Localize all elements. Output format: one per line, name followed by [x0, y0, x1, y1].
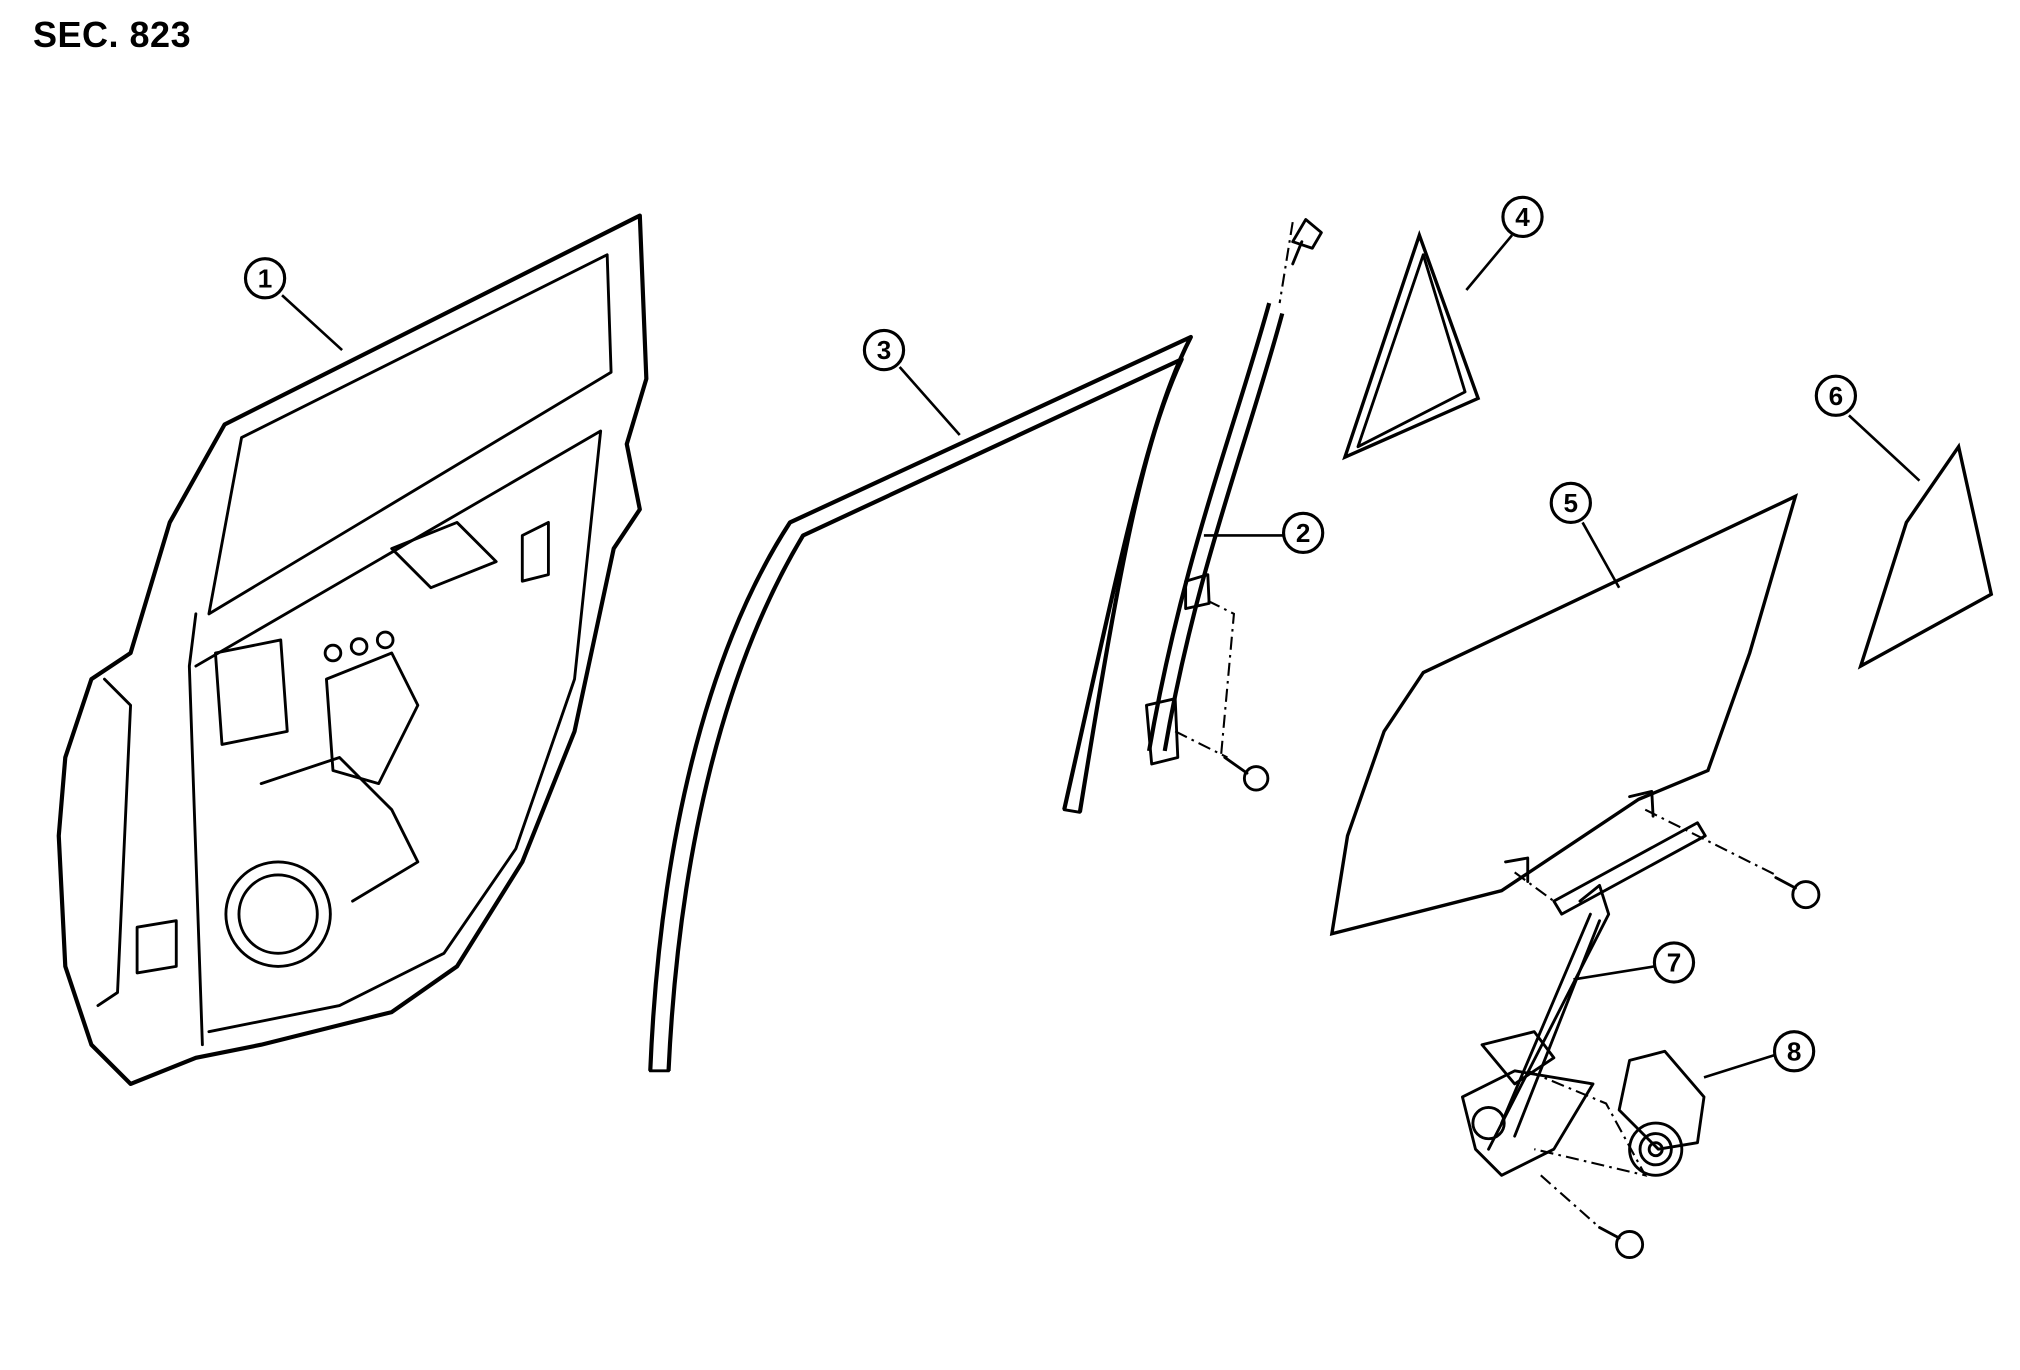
leader-line-3 — [898, 366, 961, 436]
rear-fixed-glass — [1857, 442, 1994, 670]
callout-number: 4 — [1515, 202, 1530, 232]
section-title: SEC. 823 — [33, 14, 192, 55]
callout-number: 6 — [1829, 381, 1844, 411]
leader-line-1 — [281, 294, 343, 352]
leader-line-4 — [1465, 234, 1514, 291]
glass-bolt — [1774, 876, 1821, 910]
callout-6: 6 — [1814, 374, 1858, 417]
callout-number: 7 — [1667, 947, 1682, 977]
door-glass — [1329, 493, 1799, 937]
leader-line-6 — [1848, 414, 1921, 482]
partition-glass — [1342, 229, 1481, 461]
callout-7: 7 — [1652, 941, 1696, 984]
leader-line-8 — [1703, 1053, 1775, 1079]
callout-5: 5 — [1549, 481, 1592, 525]
callout-3: 3 — [862, 328, 906, 372]
window-regulator — [1461, 821, 1707, 1177]
leader-line-7 — [1573, 965, 1655, 981]
door-weatherstrip — [648, 334, 1193, 1073]
callout-2: 2 — [1281, 511, 1325, 555]
rear-sash — [1145, 221, 1294, 766]
callout-number: 8 — [1787, 1036, 1802, 1066]
callout-8: 8 — [1772, 1030, 1816, 1073]
callout-number: 2 — [1296, 518, 1311, 548]
callout-number: 3 — [877, 335, 892, 365]
callout-1: 1 — [243, 257, 287, 300]
callout-4: 4 — [1501, 195, 1544, 239]
regulator-bolt — [1540, 1174, 1645, 1260]
rear-door-panel — [56, 213, 649, 1086]
leader-line-5 — [1581, 521, 1621, 589]
callout-number: 1 — [258, 263, 273, 293]
callout-number: 5 — [1564, 488, 1579, 518]
sash-bolt — [1223, 756, 1270, 792]
regulator-motor — [1617, 1049, 1706, 1177]
sash-screw — [1291, 218, 1323, 266]
